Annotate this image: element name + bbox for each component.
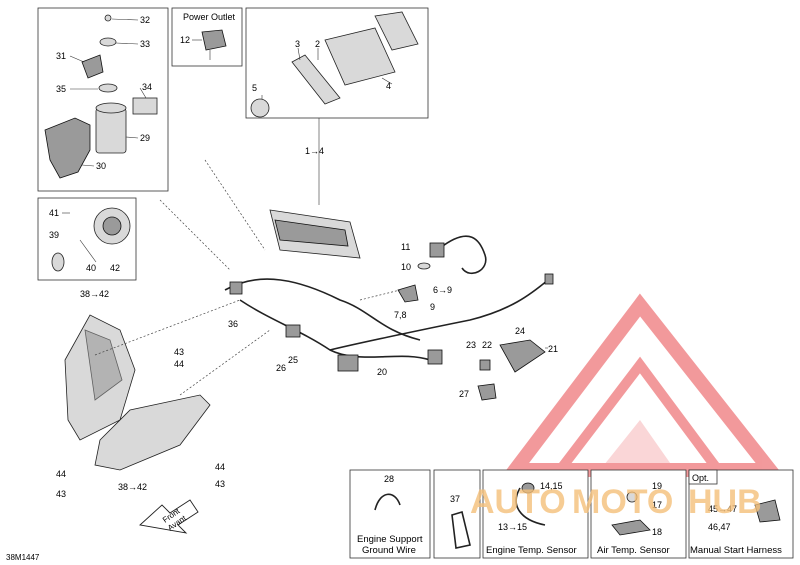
- callout-32: 32: [140, 15, 150, 25]
- air-temp-box: [590, 469, 687, 559]
- callout-5: 5: [252, 83, 257, 93]
- callout-6-9: 6→9: [433, 285, 452, 295]
- callout-17: 17: [652, 500, 662, 510]
- watermark-auto: AUTO: [470, 483, 566, 521]
- callout-1-4: 1→4: [305, 146, 324, 156]
- bulb-box: [37, 197, 137, 281]
- callout-23: 23: [466, 340, 476, 350]
- air-temp-caption: Air Temp. Sensor: [597, 545, 670, 556]
- key-switch: [397, 235, 487, 303]
- callout-25: 25: [288, 355, 298, 365]
- callout-42: 42: [110, 263, 120, 273]
- callout-14-15: 14,15: [540, 481, 563, 491]
- callout-44-a: 44: [174, 359, 184, 369]
- callout-19: 19: [652, 481, 662, 491]
- ground-wire-caption-1: Engine Support: [357, 534, 423, 545]
- callout-38-42-bottom: 38→42: [118, 482, 147, 492]
- callout-13-15: 13→15: [498, 522, 527, 532]
- callout-44-b: 44: [56, 469, 66, 479]
- callout-38-42-top: 38→42: [80, 289, 109, 299]
- callout-37: 37: [450, 494, 460, 504]
- engine-temp-caption: Engine Temp. Sensor: [486, 545, 577, 556]
- callout-26: 26: [276, 363, 286, 373]
- callout-39: 39: [49, 230, 59, 240]
- watermark-text: AUTO MOTO HUB: [470, 483, 762, 521]
- callout-36: 36: [228, 319, 238, 329]
- callout-9: 9: [430, 302, 435, 312]
- engine-temp-box: [482, 469, 589, 559]
- callout-46-47: 46,47: [708, 522, 731, 532]
- callout-33: 33: [140, 39, 150, 49]
- callout-7-8: 7,8: [394, 310, 407, 320]
- callout-20: 20: [377, 367, 387, 377]
- watermark-hub: HUB: [688, 483, 762, 521]
- power-outlet-box: [171, 7, 243, 67]
- ground-wire-caption-2: Ground Wire: [362, 545, 416, 556]
- headlight-lens: [94, 394, 211, 471]
- part-37-box: [433, 469, 481, 559]
- callout-35: 35: [56, 84, 66, 94]
- callout-31: 31: [56, 51, 66, 61]
- front-arrow: [139, 499, 199, 534]
- callout-40: 40: [86, 263, 96, 273]
- opt-tag: Opt.: [692, 473, 709, 483]
- callout-29: 29: [140, 133, 150, 143]
- callout-43-b: 43: [56, 489, 66, 499]
- callout-21: 21: [548, 344, 558, 354]
- callout-43-c: 43: [215, 479, 225, 489]
- bracket-group: [477, 339, 548, 401]
- callout-2: 2: [315, 39, 320, 49]
- callout-18: 18: [652, 527, 662, 537]
- callout-27: 27: [459, 389, 469, 399]
- gauge-cluster: [269, 209, 361, 259]
- watermark-logo: [500, 293, 785, 477]
- callout-22: 22: [482, 340, 492, 350]
- callout-44-c: 44: [215, 462, 225, 472]
- callout-34: 34: [142, 82, 152, 92]
- callout-43-a: 43: [174, 347, 184, 357]
- callout-12: 12: [180, 35, 190, 45]
- callout-45-47: 45→47: [708, 504, 737, 514]
- power-outlet-title: Power Outlet: [183, 12, 236, 22]
- callout-41: 41: [49, 208, 59, 218]
- wiring-harness: [224, 273, 554, 372]
- callout-10: 10: [401, 262, 411, 272]
- kit-box-top-left: [37, 7, 169, 192]
- callout-24: 24: [515, 326, 525, 336]
- manual-start-box: [688, 469, 794, 559]
- callout-4: 4: [386, 81, 391, 91]
- callout-11: 11: [401, 242, 410, 252]
- ground-wire-box: [349, 469, 431, 559]
- gauge-box: [245, 7, 429, 119]
- manual-start-caption: Manual Start Harness: [690, 545, 782, 556]
- watermark-moto: MOTO: [572, 483, 673, 521]
- callout-30: 30: [96, 161, 106, 171]
- diagram-code: 38M1447: [6, 553, 40, 562]
- callout-3: 3: [295, 39, 300, 49]
- callout-28: 28: [384, 474, 394, 484]
